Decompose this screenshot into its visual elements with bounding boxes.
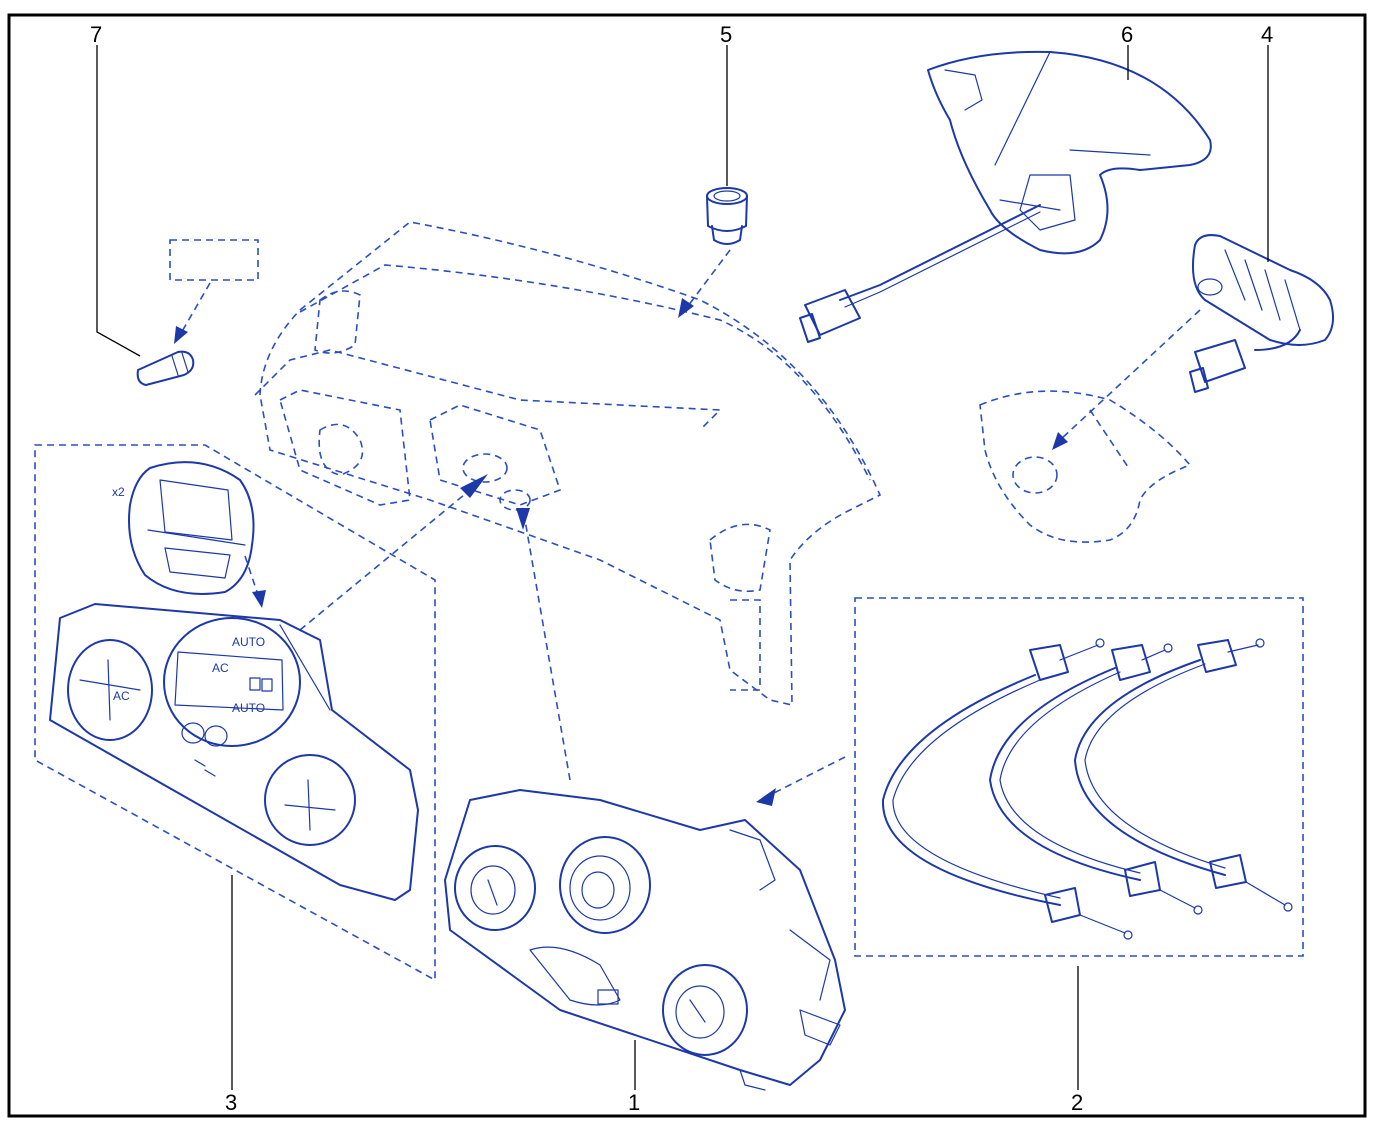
- callout-6: 6: [1121, 22, 1133, 47]
- callout-3: 3: [225, 1090, 237, 1115]
- part-3-control-panel: AC AUTO AC AUTO: [49, 603, 419, 901]
- callout-1: 1: [628, 1090, 640, 1115]
- part-3-group-box: [34, 444, 436, 982]
- auto-top-label: AUTO: [232, 635, 265, 649]
- part-3-trim-ring: [128, 461, 266, 608]
- dashboard-outline: [254, 221, 882, 707]
- part-2-cables: [881, 638, 1293, 940]
- callout-7: 7: [90, 22, 102, 47]
- leader-7: [96, 45, 141, 357]
- ac-display-label: AC: [212, 661, 229, 675]
- part-5-socket: [706, 187, 748, 245]
- part-2-group-box: [854, 597, 1304, 957]
- part-4-switch: [1052, 234, 1335, 450]
- part-1-control-panel: [444, 789, 846, 1091]
- arrow-head-icon: [516, 508, 530, 530]
- leader-to-dash-5: [684, 249, 731, 311]
- leader-to-dash-1: [524, 519, 571, 781]
- callout-5: 5: [720, 22, 732, 47]
- steering-shroud-outline: [979, 390, 1192, 543]
- callout-4: 4: [1261, 22, 1273, 47]
- diagram-frame: [7, 13, 1367, 1118]
- ac-left-label: AC: [113, 689, 130, 703]
- part-6-housing: [799, 50, 1212, 343]
- callout-2: 2: [1071, 1090, 1083, 1115]
- leader-to-dash-3: [299, 489, 471, 631]
- auto-display-label: AUTO: [232, 701, 265, 715]
- arrow-head-icon: [460, 474, 488, 498]
- arrow-head-icon: [678, 298, 694, 318]
- part-7-bulb: [136, 239, 259, 386]
- quantity-label: x2: [112, 485, 125, 499]
- leader-cables-to-1: [769, 756, 846, 796]
- arrow-head-icon: [756, 788, 776, 806]
